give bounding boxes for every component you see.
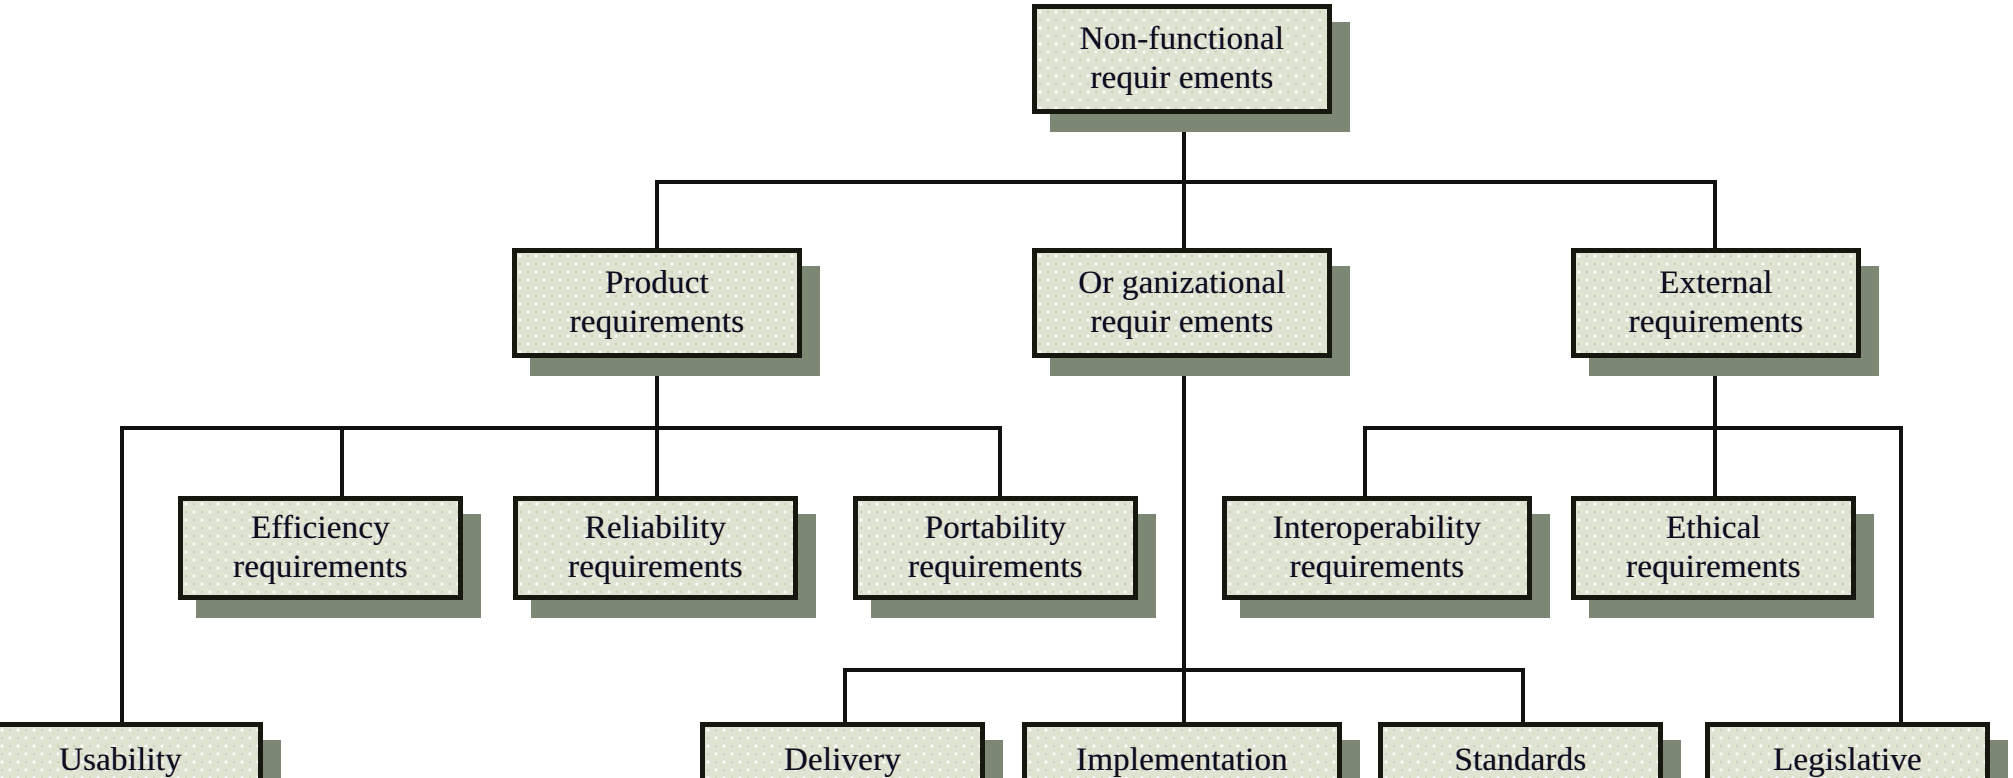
connector-external-to-interoperability xyxy=(1363,426,1367,498)
connector-product-to-usability xyxy=(120,426,124,722)
node-portability-requirements[interactable]: Portability requirements xyxy=(853,496,1156,618)
node-box: Or ganizational requir ements xyxy=(1032,248,1332,358)
connector-root-stem xyxy=(1182,110,1186,182)
node-label-line2: requirements xyxy=(569,304,745,340)
node-label-line1: Interoperability xyxy=(1272,510,1482,547)
connector-product-to-efficiency xyxy=(340,426,344,498)
node-label-line1: Standards xyxy=(1454,742,1587,778)
node-label-line1: Usability xyxy=(59,742,182,778)
node-box: Implementation xyxy=(1022,722,1342,778)
node-label-line2: requirements xyxy=(1626,549,1801,585)
node-label-line1: Or ganizational xyxy=(1078,265,1286,302)
node-label-line2: requirements xyxy=(568,549,743,585)
connector-product-stem xyxy=(655,360,659,428)
node-label-line2: requirements xyxy=(1289,549,1465,585)
node-implementation[interactable]: Implementation xyxy=(1022,722,1360,778)
node-box: External requirements xyxy=(1571,248,1861,358)
node-box: Ethical requirements xyxy=(1571,496,1856,600)
node-non-functional-requirements[interactable]: Non-functional requir ements xyxy=(1032,4,1350,132)
node-label-line1: Legislative xyxy=(1773,742,1922,778)
node-external-requirements[interactable]: External requirements xyxy=(1571,248,1879,376)
node-label-line1: Implementation xyxy=(1076,742,1288,778)
connector-product-bus xyxy=(120,426,1000,430)
node-label-line2: requir ements xyxy=(1090,304,1274,340)
connector-external-stem xyxy=(1713,360,1717,428)
connector-organizational-to-standards xyxy=(1521,668,1525,722)
node-box: Product requirements xyxy=(512,248,802,358)
node-label-line1: Non-functional xyxy=(1079,21,1285,58)
node-label-line1: Delivery xyxy=(783,742,902,778)
connector-product-to-reliability xyxy=(655,426,659,498)
node-label-line2: requirements xyxy=(233,549,408,585)
node-interoperability-requirements[interactable]: Interoperability requirements xyxy=(1222,496,1550,618)
connector-organizational-to-implementation xyxy=(1182,668,1186,722)
node-organizational-requirements[interactable]: Or ganizational requir ements xyxy=(1032,248,1350,376)
node-box: Delivery xyxy=(700,722,985,778)
node-box: Standards xyxy=(1378,722,1663,778)
node-delivery[interactable]: Delivery xyxy=(700,722,1003,778)
node-usability[interactable]: Usability xyxy=(0,722,281,778)
connector-root-to-product xyxy=(655,180,659,250)
connector-root-to-external xyxy=(1713,180,1717,250)
node-label-line2: requirements xyxy=(908,549,1083,585)
connector-organizational-stem xyxy=(1182,360,1186,672)
node-label-line2: requir ements xyxy=(1090,60,1274,96)
node-label-line1: Ethical xyxy=(1666,510,1761,547)
node-box: Interoperability requirements xyxy=(1222,496,1532,600)
node-product-requirements[interactable]: Product requirements xyxy=(512,248,820,376)
node-label-line1: Portability xyxy=(924,510,1067,547)
node-box: Usability xyxy=(0,722,263,778)
node-label-line1: Product xyxy=(604,265,710,302)
node-legislative[interactable]: Legislative xyxy=(1705,722,2008,778)
node-box: Non-functional requir ements xyxy=(1032,4,1332,114)
connector-external-bus xyxy=(1363,426,1903,430)
node-standards[interactable]: Standards xyxy=(1378,722,1681,778)
node-box: Portability requirements xyxy=(853,496,1138,600)
connector-external-to-ethical xyxy=(1713,426,1717,498)
node-reliability-requirements[interactable]: Reliability requirements xyxy=(513,496,816,618)
node-label-line1: Reliability xyxy=(584,510,727,547)
node-box: Legislative xyxy=(1705,722,1990,778)
node-efficiency-requirements[interactable]: Efficiency requirements xyxy=(178,496,481,618)
node-box: Efficiency requirements xyxy=(178,496,463,600)
node-label-line1: External xyxy=(1659,265,1773,302)
node-box: Reliability requirements xyxy=(513,496,798,600)
node-label-line1: Efficiency xyxy=(251,510,390,547)
connector-product-to-portability xyxy=(998,426,1002,498)
node-ethical-requirements[interactable]: Ethical requirements xyxy=(1571,496,1874,618)
connector-external-to-legislative xyxy=(1899,426,1903,722)
node-label-line2: requirements xyxy=(1628,304,1804,340)
connector-root-to-organizational xyxy=(1182,180,1186,250)
connector-organizational-to-delivery xyxy=(843,668,847,722)
